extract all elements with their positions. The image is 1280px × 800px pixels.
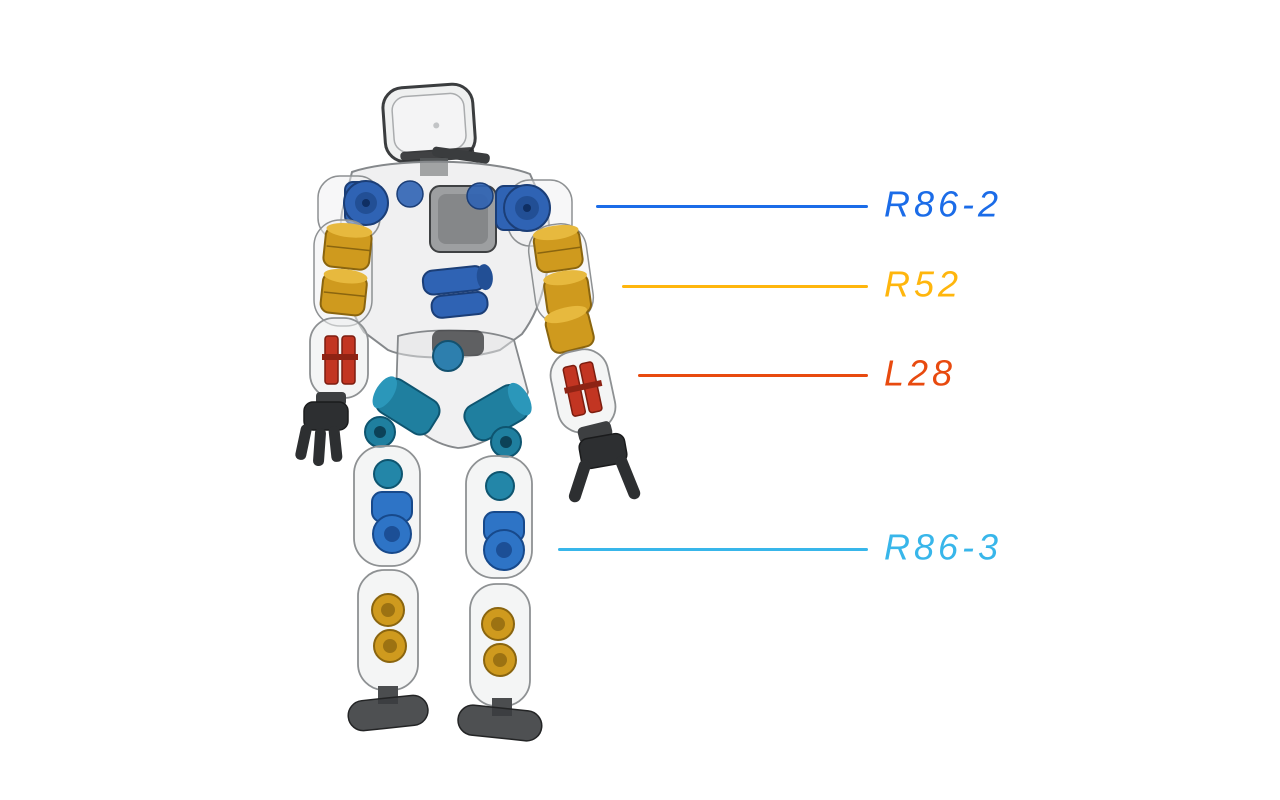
hip-roll-actuator-right xyxy=(490,426,522,458)
forearm-actuator-left xyxy=(322,335,358,385)
callout-label-l28: L28 xyxy=(884,352,957,394)
waist-actuator xyxy=(421,264,493,319)
head-bracket xyxy=(432,146,490,164)
hip-yaw-actuator xyxy=(432,340,464,372)
ankle-actuator-left xyxy=(371,593,407,663)
callout-line-r52 xyxy=(622,285,868,288)
forearm-actuator-right xyxy=(562,361,603,417)
callout-line-l28 xyxy=(638,374,868,377)
knee-actuator-left xyxy=(371,491,413,554)
chest-actuator-left xyxy=(396,180,424,208)
callout-label-r86-2: R86-2 xyxy=(884,183,1003,225)
knee-actuator-right xyxy=(483,511,525,571)
hip-actuator-left xyxy=(372,376,441,436)
elbow-actuator-right xyxy=(544,305,595,354)
chest-actuator-right xyxy=(466,182,494,210)
callout-label-r52: R52 xyxy=(884,263,963,305)
thigh-actuator-left xyxy=(373,459,403,489)
ankle-actuator-right xyxy=(481,607,517,677)
callout-label-r86-3: R86-3 xyxy=(884,526,1003,568)
callout-line-r86-3 xyxy=(558,548,868,551)
thigh-actuator-right xyxy=(485,471,515,501)
hip-roll-actuator-left xyxy=(364,416,396,448)
upper-arm-actuator-left xyxy=(319,222,373,317)
left-foot xyxy=(347,694,429,732)
robot-head xyxy=(381,82,477,164)
right-hand-gripper xyxy=(568,421,641,503)
right-foot xyxy=(457,704,543,742)
left-hand-gripper xyxy=(295,392,349,467)
callout-line-r86-2 xyxy=(596,205,868,208)
shoulder-actuator-right xyxy=(495,184,551,232)
shoulder-actuator-left xyxy=(343,180,389,226)
